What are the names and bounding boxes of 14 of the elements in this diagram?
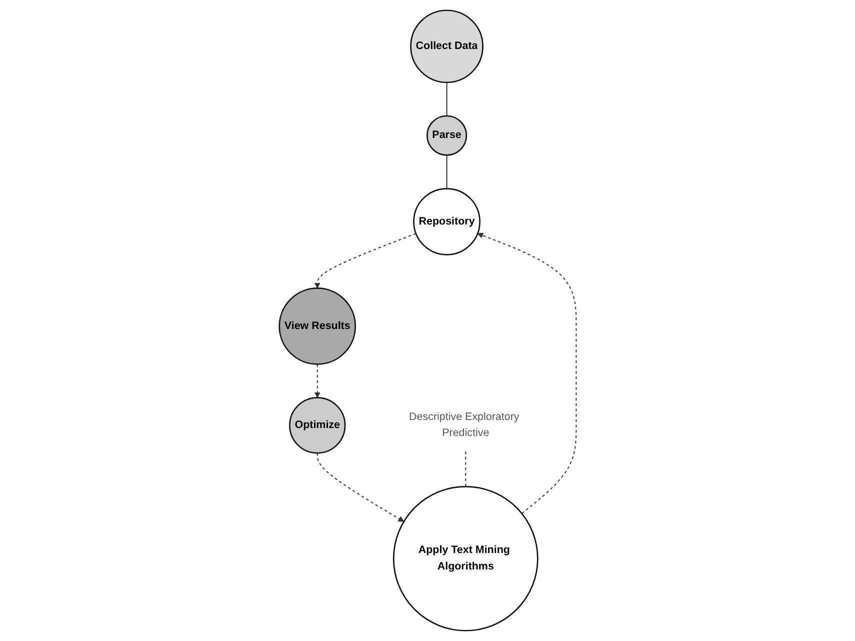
connector <box>446 82 447 116</box>
node-circle: Apply Text Mining Algorithms <box>392 486 538 632</box>
node-circle: View Results <box>278 288 356 365</box>
node-circle: Optimize <box>288 397 346 454</box>
connector <box>446 155 447 189</box>
arrow <box>316 453 404 522</box>
node-circle: Parse <box>426 115 467 156</box>
arrow <box>314 364 320 398</box>
node-circle: Collect Data <box>410 10 484 84</box>
arrow <box>314 233 416 288</box>
arrow <box>477 232 576 514</box>
node-text: Descriptive Exploratory Predictive <box>408 411 519 439</box>
connector <box>464 452 466 487</box>
node-circle: Repository <box>412 188 480 256</box>
